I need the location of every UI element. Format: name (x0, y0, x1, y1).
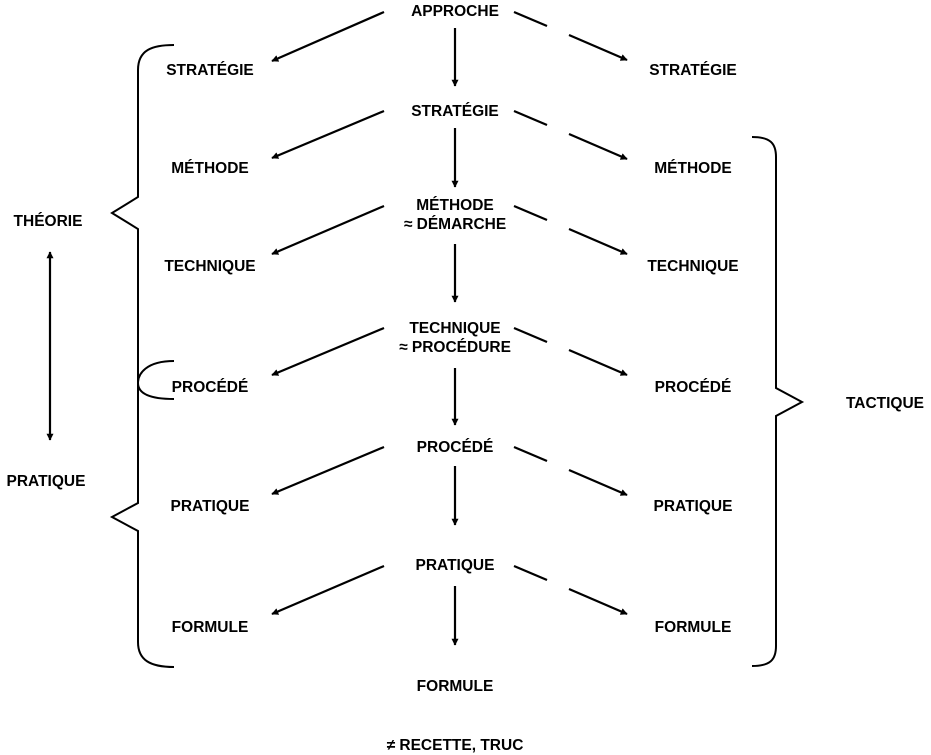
center-strategie: STRATÉGIE (411, 103, 499, 120)
axis-pratique: PRATIQUE (7, 473, 86, 490)
arrow-left-5 (271, 445, 385, 496)
tactique-label: TACTIQUE (846, 395, 924, 412)
right-strategie: STRATÉGIE (649, 62, 737, 79)
right-procede: PROCÉDÉ (655, 379, 732, 396)
right-methode: MÉTHODE (654, 160, 732, 177)
center-pratique: PRATIQUE (416, 557, 495, 574)
right-formule: FORMULE (655, 619, 732, 636)
center-technique-equivalent: ≈ PROCÉDURE (399, 339, 511, 356)
right-pratique: PRATIQUE (654, 498, 733, 515)
left-methode: MÉTHODE (171, 160, 249, 177)
left-pratique: PRATIQUE (171, 498, 250, 515)
left-formule: FORMULE (172, 619, 249, 636)
center-technique: TECHNIQUE (409, 320, 500, 337)
axis-theorie: THÉORIE (14, 213, 83, 230)
center-formule-not-equal: ≠ RECETTE, TRUC (387, 737, 524, 754)
center-approche: APPROCHE (411, 3, 499, 20)
arrow-left-1 (271, 10, 385, 63)
center-formule: FORMULE (417, 678, 494, 695)
arrow-left-3 (271, 204, 385, 256)
right-technique: TECHNIQUE (647, 258, 738, 275)
theorie-brace (110, 44, 175, 383)
arrow-right-2 (513, 109, 628, 161)
arrow-right-1 (513, 10, 628, 62)
arrow-left-4 (271, 326, 385, 377)
center-methode: MÉTHODE (416, 197, 494, 214)
left-technique: TECHNIQUE (164, 258, 255, 275)
left-strategie: STRATÉGIE (166, 62, 254, 79)
left-procede: PROCÉDÉ (172, 379, 249, 396)
arrow-left-6 (271, 564, 385, 616)
tactique-brace (751, 136, 805, 667)
arrow-right-6 (513, 564, 628, 616)
procede-hook (136, 360, 175, 400)
arrow-right-5 (513, 445, 628, 497)
arrow-right-3 (513, 204, 628, 256)
center-methode-equivalent: ≈ DÉMARCHE (404, 216, 506, 233)
pratique-brace (109, 383, 175, 668)
arrow-left-2 (271, 109, 385, 160)
center-procede: PROCÉDÉ (417, 439, 494, 456)
arrow-right-4 (513, 326, 628, 377)
